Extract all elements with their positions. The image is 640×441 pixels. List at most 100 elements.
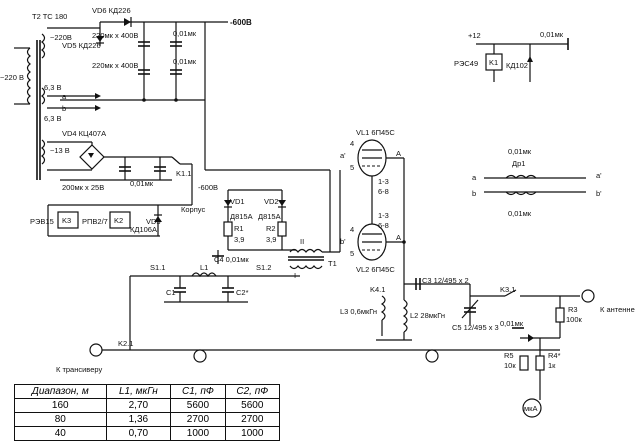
tube-vl1 <box>357 139 387 177</box>
table-cell: 1000 <box>170 426 226 441</box>
relay-contact-k11 <box>171 156 181 165</box>
capacitor-c3 <box>415 278 421 290</box>
band-table: Диапазон, м L1, мкГн C1, пФ C2, пФ 160 2… <box>14 384 281 441</box>
label-6v3-b: 6,3 В <box>44 114 62 123</box>
label-vd3: VD3 <box>146 217 161 226</box>
inductor-l2 <box>402 299 408 333</box>
label-vd4: VD4 КЦ407А <box>62 129 106 138</box>
label-rpv27: РПВ2/7 <box>82 217 108 226</box>
bridge-vd4 <box>79 144 105 170</box>
coax-marker-2 <box>425 349 439 363</box>
label-k2: K2 <box>114 216 123 225</box>
capacitor-c5 <box>461 299 479 319</box>
label-pin5b: 5 <box>350 249 354 258</box>
capacitor-c2 <box>222 276 234 302</box>
label-pin5: 5 <box>350 163 354 172</box>
label-6v3-a: 6,3 В <box>44 83 62 92</box>
label-pin4b: 4 <box>350 225 354 234</box>
amplifier-schematic: T2 TC 180 ~220 В ~220В VD6 КД226 VD5 КД2… <box>0 6 635 418</box>
table-row: 80 1,36 2700 2700 <box>14 412 281 427</box>
label-filter-b2: b' <box>596 189 602 198</box>
label-k41: K4.1 <box>370 285 385 294</box>
table-header: Диапазон, м <box>14 384 107 399</box>
coax-marker-1 <box>193 349 207 363</box>
label-c220a: 220мк х 400В <box>92 31 138 40</box>
label-filter-a: a <box>472 173 477 182</box>
label-c001e: 0,01мк <box>540 30 564 39</box>
label-c001b: 0,01мк <box>173 57 197 66</box>
label-pins13b: 1-3 <box>378 211 389 220</box>
label-vl1: VL1 6П45С <box>356 128 395 137</box>
label-c001d: 0,01мк <box>500 319 524 328</box>
table-cell: 5600 <box>224 398 281 413</box>
label-k31: K3.1 <box>500 285 515 294</box>
label-t1: T1 <box>328 259 337 268</box>
transceiver-connector[interactable] <box>89 343 103 357</box>
label-l1: L1 <box>200 263 208 272</box>
label-c5: C5 12/495 х 3 <box>452 323 499 332</box>
label-secondary-voltage: ~220В <box>50 33 72 42</box>
label-rze49: РЭС49 <box>454 59 478 68</box>
table-header: C1, пФ <box>170 384 226 399</box>
choke-dr1 <box>505 174 537 196</box>
table-header: L1, мкГн <box>105 384 172 399</box>
label-l2: L2 28мкГн <box>410 311 445 320</box>
label-r3: R3 <box>568 305 578 314</box>
label-pin-b1: b' <box>340 237 346 246</box>
label-c001f: 0,01мк <box>508 147 532 156</box>
antenna-connector[interactable] <box>581 289 595 303</box>
label-k11: K1.1 <box>176 169 191 178</box>
label-c3: C3 12/495 х 2 <box>422 276 469 285</box>
label-minus600-b: -600В <box>198 183 218 192</box>
label-r4: R4* <box>548 351 561 360</box>
diode-vd3 <box>154 205 162 236</box>
label-r4-value: 1к <box>548 361 556 370</box>
label-kd102: КД102 <box>506 61 528 70</box>
capacitor-c4 <box>212 250 224 264</box>
label-vl2: VL2 6П45С <box>356 265 395 274</box>
label-d815-1: Д815А <box>230 212 253 221</box>
label-vd2: VD2 <box>264 197 279 206</box>
table-cell: 1000 <box>224 426 281 441</box>
label-d815-2: Д815А <box>258 212 281 221</box>
relay-k3 <box>57 211 79 229</box>
mains-transformer <box>14 33 46 180</box>
label-filter-b: b <box>472 189 476 198</box>
label-pins68: 6-8 <box>378 187 389 196</box>
label-c001c: 0,01мк <box>130 179 154 188</box>
label-k21: K2.1 <box>118 339 133 348</box>
zener-vd1 <box>224 200 232 208</box>
label-vd6: VD6 КД226 <box>92 6 131 15</box>
label-pin-a1: а' <box>340 151 346 160</box>
inductor-l3 <box>380 295 386 321</box>
label-c4: C4 0,01мк <box>214 255 249 264</box>
label-r1-value: 3,9 <box>234 235 244 244</box>
label-rze15: РЭВ15 <box>30 217 54 226</box>
table-cell: 2,70 <box>105 398 172 413</box>
label-c001a: 0,01мк <box>173 29 197 38</box>
microammeter <box>522 398 542 418</box>
label-dr1: Др1 <box>512 159 525 168</box>
label-filter-a2: a' <box>596 171 602 180</box>
table-cell: 1,36 <box>105 412 172 427</box>
label-pin-A2: А <box>396 233 401 242</box>
capacitor-220mk-a <box>138 41 150 47</box>
label-r2: R2 <box>266 224 276 233</box>
label-c1: C1 <box>166 288 176 297</box>
label-minus600-top: -600В <box>230 18 252 27</box>
resistor-r2 <box>277 221 287 237</box>
table-cell: 2700 <box>170 412 226 427</box>
resistor-r4 <box>535 355 545 371</box>
table-row: 40 0,70 1000 1000 <box>14 426 281 441</box>
label-c200: 200мк х 25В <box>62 183 104 192</box>
label-k1: K1 <box>489 58 498 67</box>
label-r5: R5 <box>504 351 514 360</box>
label-korpus: Корпус <box>181 205 205 214</box>
label-r1: R1 <box>234 224 244 233</box>
capacitor-c1 <box>174 276 186 302</box>
table-row: 160 2,70 5600 5600 <box>14 398 281 413</box>
diode-meter <box>528 334 534 342</box>
label-antenna: К антенне <box>600 305 635 314</box>
inductor-l1 <box>191 272 217 278</box>
capacitor-001-c <box>154 157 166 180</box>
